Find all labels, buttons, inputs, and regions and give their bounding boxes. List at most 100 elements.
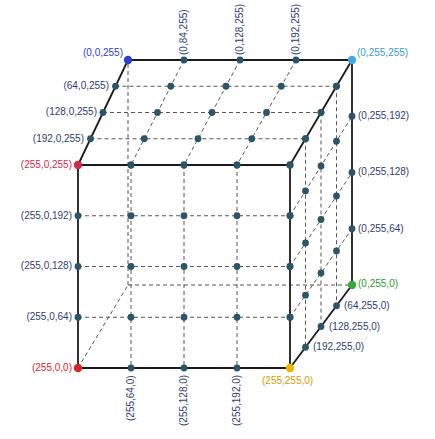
grid-dot [128, 212, 135, 219]
grid-dot [302, 187, 309, 194]
grid-dot [100, 109, 107, 116]
grid-dot [287, 365, 294, 372]
grid-dot [181, 263, 188, 270]
color-value-label: (0,255,255) [357, 47, 408, 59]
color-value-label: (192,0,255) [33, 133, 84, 145]
color-value-label: (64,0,255) [63, 80, 109, 92]
grid-dot [333, 193, 340, 200]
grid-dot [75, 365, 82, 372]
corner-dot [74, 364, 82, 372]
corner-dot [124, 56, 132, 64]
grid-dot [181, 365, 188, 372]
color-value-label: (0,255,192) [358, 110, 409, 122]
grid-dot [167, 83, 174, 90]
grid-dot [302, 344, 309, 351]
grid-dot [181, 162, 188, 169]
corner-dot [74, 161, 82, 169]
grid-dot [75, 314, 82, 321]
grid-dot [318, 323, 325, 330]
color-value-label: (255,64,0) [125, 375, 137, 421]
grid-dot [349, 225, 356, 232]
grid-dot [75, 212, 82, 219]
grid-dot [112, 83, 119, 90]
color-value-label: (255,0,128) [21, 260, 72, 272]
grid-dot [302, 135, 309, 142]
grid-dot [333, 247, 340, 254]
hidden-edge [128, 60, 129, 285]
grid-dot [223, 83, 230, 90]
grid-line [290, 173, 352, 267]
grid-dot [237, 57, 244, 64]
grid-dot [349, 57, 356, 64]
grid-dot [234, 162, 241, 169]
grid-dot [287, 263, 294, 270]
grid-line [237, 60, 296, 165]
color-value-label: (64,255,0) [344, 300, 390, 312]
grid-dot [154, 109, 161, 116]
cube-edge [290, 60, 352, 165]
grid-dot [75, 162, 82, 169]
grid-dot [128, 263, 135, 270]
color-value-label: (192,255,0) [313, 341, 364, 353]
grid-dot [234, 263, 241, 270]
grid-dot [128, 162, 135, 169]
grid-dot [349, 57, 356, 64]
grid-dot [128, 365, 135, 372]
hidden-edge [78, 285, 128, 368]
color-value-label: (0,84,255) [178, 9, 190, 55]
grid-dot [128, 314, 135, 321]
color-value-label: (0,128,255) [234, 4, 246, 55]
color-value-label: (0,0,255) [83, 47, 123, 59]
color-value-label: (255,0,255) [21, 159, 72, 171]
grid-dot [287, 162, 294, 169]
color-value-label: (0,255,128) [358, 166, 409, 178]
hidden-edge [128, 285, 352, 286]
grid-dot [209, 109, 216, 116]
color-value-label: (0,255,0) [358, 278, 398, 290]
grid-dot [287, 314, 294, 321]
grid-dot [181, 57, 188, 64]
grid-dot [287, 314, 294, 321]
grid-dot [125, 57, 132, 64]
color-value-label: (128,255,0) [329, 321, 380, 333]
corner-dot [286, 364, 294, 372]
grid-dot [333, 302, 340, 309]
grid-dot [349, 282, 356, 289]
grid-dot [318, 163, 325, 170]
grid-dot [87, 135, 94, 142]
grid-dot [318, 109, 325, 116]
color-value-label: (0,255,64) [358, 223, 404, 235]
color-value-label: (255,192,0) [231, 375, 243, 426]
grid-dot [318, 109, 325, 116]
color-value-label: (128,0,255) [46, 106, 97, 118]
grid-dot [263, 109, 270, 116]
grid-dot [234, 365, 241, 372]
color-value-label: (0,192,255) [290, 4, 302, 55]
color-value-label: (255,128,0) [178, 375, 190, 426]
grid-dot [75, 263, 82, 270]
grid-dot [333, 83, 340, 90]
grid-dot [234, 314, 241, 321]
grid-dot [302, 240, 309, 247]
grid-dot [318, 216, 325, 223]
grid-dot [302, 135, 309, 142]
grid-dot [141, 135, 148, 142]
grid-dot [293, 57, 300, 64]
color-value-label: (255,255,0) [262, 375, 313, 387]
color-value-label: (255,0,64) [26, 311, 72, 323]
color-value-label: (255,0,192) [21, 210, 72, 222]
corner-dot [348, 56, 356, 64]
grid-dot [181, 162, 188, 169]
grid-line [290, 229, 352, 318]
grid-dot [333, 138, 340, 145]
color-value-label: (255,0,0) [32, 362, 72, 374]
grid-dot [181, 212, 188, 219]
grid-dot [287, 263, 294, 270]
grid-dot [302, 292, 309, 299]
grid-dot [287, 162, 294, 169]
grid-dot [128, 162, 135, 169]
grid-dot [333, 83, 340, 90]
grid-dot [248, 135, 255, 142]
grid-dot [234, 162, 241, 169]
